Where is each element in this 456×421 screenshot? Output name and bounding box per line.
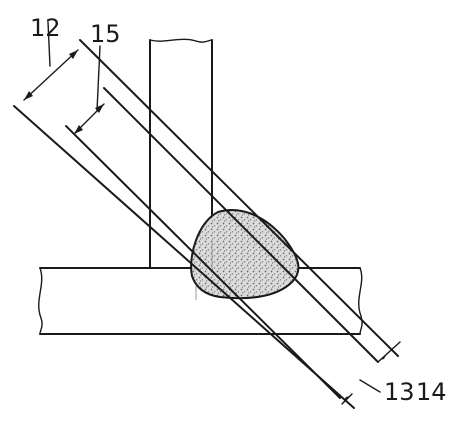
vertical-plate: [149, 38, 213, 269]
construction-lines: [195, 240, 213, 300]
dimension-12: [23, 21, 79, 101]
diagonal-band-outer: [13, 39, 399, 409]
dimension-15: [73, 45, 105, 135]
label-14: 14: [416, 378, 447, 406]
diagonal-band-inner: [65, 87, 379, 399]
weld-bead: [190, 208, 300, 300]
label-15: 15: [90, 20, 121, 48]
label-12: 12: [30, 14, 61, 42]
dimension-13-14: [341, 341, 401, 405]
label-13: 13: [384, 378, 415, 406]
